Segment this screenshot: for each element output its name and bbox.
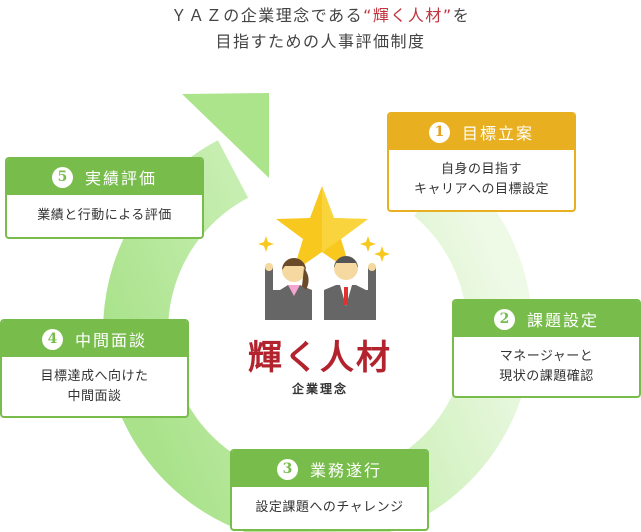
arrowhead xyxy=(182,93,269,178)
step-desc: 設定課題へのチャレンジ xyxy=(255,500,404,515)
step-1-box: 1 目標立案 自身の目指すキャリアへの目標設定 xyxy=(387,112,576,212)
step-title: 業務遂行 xyxy=(309,461,382,480)
step-number-badge: 1 xyxy=(428,121,450,143)
center-title: 輝く人材 xyxy=(248,338,392,378)
heading-line-2: 目指すための人事評価制度 xyxy=(215,32,426,51)
step-3-box: 3 業務遂行 設定課題へのチャレンジ xyxy=(230,449,429,531)
step-title: 実績評価 xyxy=(84,169,157,188)
center-subtitle: 企業理念 xyxy=(291,382,348,396)
step-number-badge: 3 xyxy=(276,458,298,480)
star-icon xyxy=(276,186,368,272)
step-desc: マネージャーと xyxy=(499,348,594,364)
step-number-badge: 5 xyxy=(51,166,73,188)
step-title: 目標立案 xyxy=(461,124,534,143)
step-desc: 現状の課題確認 xyxy=(499,368,594,384)
step-desc: 自身の目指す xyxy=(440,162,522,177)
step-desc: 中間面談 xyxy=(67,388,122,404)
people-icon xyxy=(265,256,376,320)
step-number-badge: 4 xyxy=(41,328,63,350)
step-desc: 目標達成へ向けた xyxy=(40,368,149,384)
sparkle-icon xyxy=(258,236,390,262)
step-title: 中間面談 xyxy=(74,331,147,350)
step-2-box: 2 課題設定 マネージャーと現状の課題確認 xyxy=(452,299,641,398)
step-5-box: 5 実績評価 業績と行動による評価 xyxy=(5,157,204,239)
heading-line-1: ＹＡＺの企業理念である“輝く人材”を xyxy=(170,6,471,25)
step-number-badge: 2 xyxy=(493,308,515,330)
step-desc: キャリアへの目標設定 xyxy=(413,182,549,197)
step-title: 課題設定 xyxy=(526,311,599,330)
step-desc: 業績と行動による評価 xyxy=(37,208,172,223)
